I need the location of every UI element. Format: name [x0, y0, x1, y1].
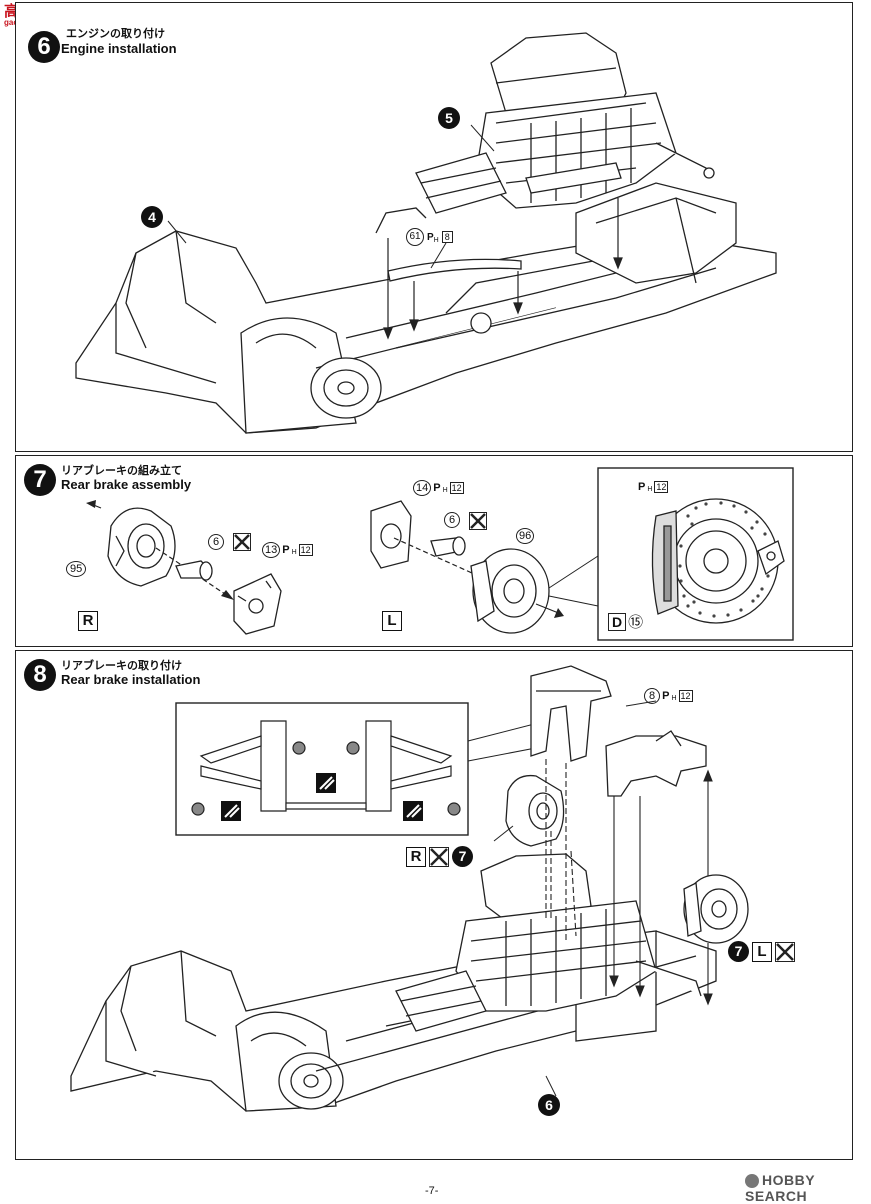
detail-brake-drawing — [651, 498, 785, 624]
leader-61 — [430, 242, 447, 269]
no-glue-icon-l — [469, 512, 487, 530]
part-95-label: 95 — [66, 561, 87, 577]
subassembly-l-label: 7 L — [728, 941, 795, 962]
part-61-rod — [387, 258, 522, 282]
no-glue-icon-8r — [429, 846, 449, 867]
brake-r-drawing — [505, 774, 565, 847]
step8-diagram — [70, 665, 749, 1112]
part-6-l-label: 6 — [444, 512, 461, 528]
disc-96-drawing — [470, 548, 550, 634]
detail-leader-2 — [548, 595, 599, 607]
hobby-search-icon — [745, 1174, 759, 1189]
subassembly-r-label: R 7 — [406, 846, 473, 867]
side-label-r: R — [78, 611, 98, 631]
side-label-r-8: R — [406, 846, 426, 867]
callout-chassis-6: 6 — [538, 1094, 560, 1116]
disc-95-drawing — [107, 507, 176, 587]
suspension-detail-drawing — [191, 720, 461, 816]
page-number: -7- — [425, 1185, 439, 1197]
callout-subassembly-5: 5 — [438, 107, 460, 129]
step6-arrows — [383, 198, 623, 340]
step7-title-jp: リアブレーキの組み立て — [61, 464, 182, 477]
frame-part-8-drawing — [530, 665, 707, 797]
side-label-l-8: L — [752, 941, 772, 962]
step8-title-en: Rear brake installation — [61, 672, 201, 687]
part-number-circle: 61 — [406, 228, 424, 246]
step8-number: 8 — [24, 659, 56, 691]
suspension-detail-box — [175, 702, 469, 836]
side-label-l: L — [382, 611, 402, 631]
no-glue-icon-8l — [775, 941, 795, 962]
part-6-r-label: 6 — [208, 534, 225, 550]
step7-panel: 7 リアブレーキの組み立て Rear brake assembly — [15, 455, 853, 647]
step8-arrows — [609, 769, 713, 1006]
ph-ref-h: H — [433, 236, 439, 244]
leader-5 — [470, 124, 495, 152]
paint-code-label: D ⑮ — [608, 611, 643, 632]
step8-title-jp: リアブレーキの取り付け — [61, 659, 182, 672]
step6-title-jp: エンジンの取り付け — [66, 27, 165, 40]
caliper-14-drawing — [370, 500, 412, 569]
assembly-path-r — [155, 547, 232, 599]
step7-diagram — [86, 467, 794, 641]
hobby-search-logo: HOBBY SEARCH — [745, 1172, 815, 1204]
engine-drawing-6 — [375, 32, 715, 234]
callout-chassis-4: 4 — [141, 206, 163, 228]
step6-title-en: Engine installation — [61, 41, 177, 56]
step6-panel: 6 エンジンの取り付け Engine installation — [15, 2, 853, 452]
step6-number: 6 — [28, 31, 60, 63]
step8-guides — [545, 759, 577, 941]
pin-6-r — [175, 560, 213, 581]
brake-l-drawing — [683, 874, 749, 944]
part-96-label: 96 — [516, 528, 535, 544]
glue-icon-marks — [224, 776, 422, 818]
ph-p: P — [282, 544, 290, 556]
step8-panel: 8 リアブレーキの取り付け Rear brake installation — [15, 650, 853, 1160]
no-glue-icon-r — [233, 533, 251, 551]
pin-6-l — [430, 536, 466, 557]
caliper-13-drawing — [233, 573, 282, 635]
step7-title-en: Rear brake assembly — [61, 477, 192, 492]
step6-diagram — [75, 32, 777, 434]
step7-number: 7 — [24, 464, 56, 496]
ph-ref-p: P — [427, 231, 434, 243]
leader-4 — [167, 220, 187, 244]
subassembly-ref-7-l: 7 — [728, 941, 749, 962]
engine-drawing-8 — [395, 853, 702, 1032]
ph-page-box: 8 — [441, 231, 453, 243]
disc-holes — [678, 501, 770, 618]
chassis-drawing-6 — [75, 182, 777, 434]
detail-leader-1 — [548, 555, 599, 589]
subassembly-ref-7-r: 7 — [452, 846, 473, 867]
